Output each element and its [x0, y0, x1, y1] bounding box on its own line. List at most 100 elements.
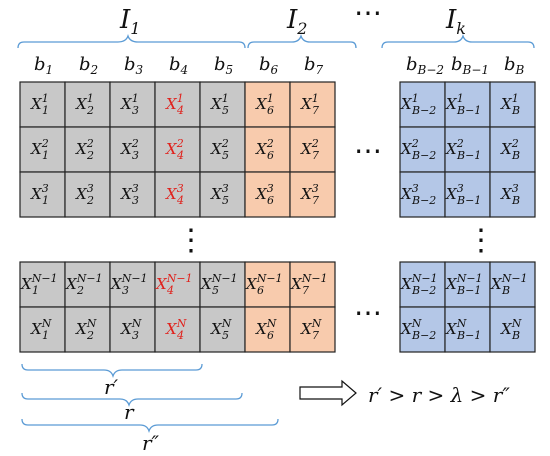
brace-r-double-prime — [21, 418, 279, 434]
column-header-2: b2 — [79, 54, 98, 77]
top-ellipsis: ⋯ — [354, 0, 382, 29]
cell-box — [199, 306, 246, 353]
cell-box — [444, 171, 491, 218]
brace-i1 — [17, 33, 246, 49]
column-header-10: bB — [504, 54, 525, 77]
cell-box — [489, 81, 536, 128]
cell-box — [199, 261, 246, 308]
brace-r-prime — [21, 363, 203, 379]
cell-box — [154, 126, 201, 173]
column-header-8: bB−2 — [406, 54, 444, 77]
cell-box — [289, 261, 336, 308]
cell-box — [444, 306, 491, 353]
relation-text: r′ > r > λ > r″ — [368, 383, 510, 407]
cell-box — [244, 171, 291, 218]
cell-box — [154, 81, 201, 128]
cell-box — [19, 81, 66, 128]
cell-box — [399, 306, 446, 353]
brace-i2 — [247, 33, 357, 49]
brace-ik — [381, 33, 535, 49]
brace-r — [21, 392, 243, 408]
cell-box — [109, 81, 156, 128]
group-braces — [17, 33, 535, 49]
cell-box — [399, 81, 446, 128]
cell-box — [489, 306, 536, 353]
cell-box — [244, 81, 291, 128]
column-header-3: b3 — [124, 54, 144, 77]
cell-box — [289, 306, 336, 353]
column-header-6: b6 — [259, 54, 279, 77]
cell-box — [19, 126, 66, 173]
cell-box — [154, 306, 201, 353]
cell-box — [64, 171, 111, 218]
cell-box — [289, 81, 336, 128]
cell-box — [244, 126, 291, 173]
middle-ellipsis-top: ⋯ — [354, 134, 382, 167]
cell-box — [289, 171, 336, 218]
